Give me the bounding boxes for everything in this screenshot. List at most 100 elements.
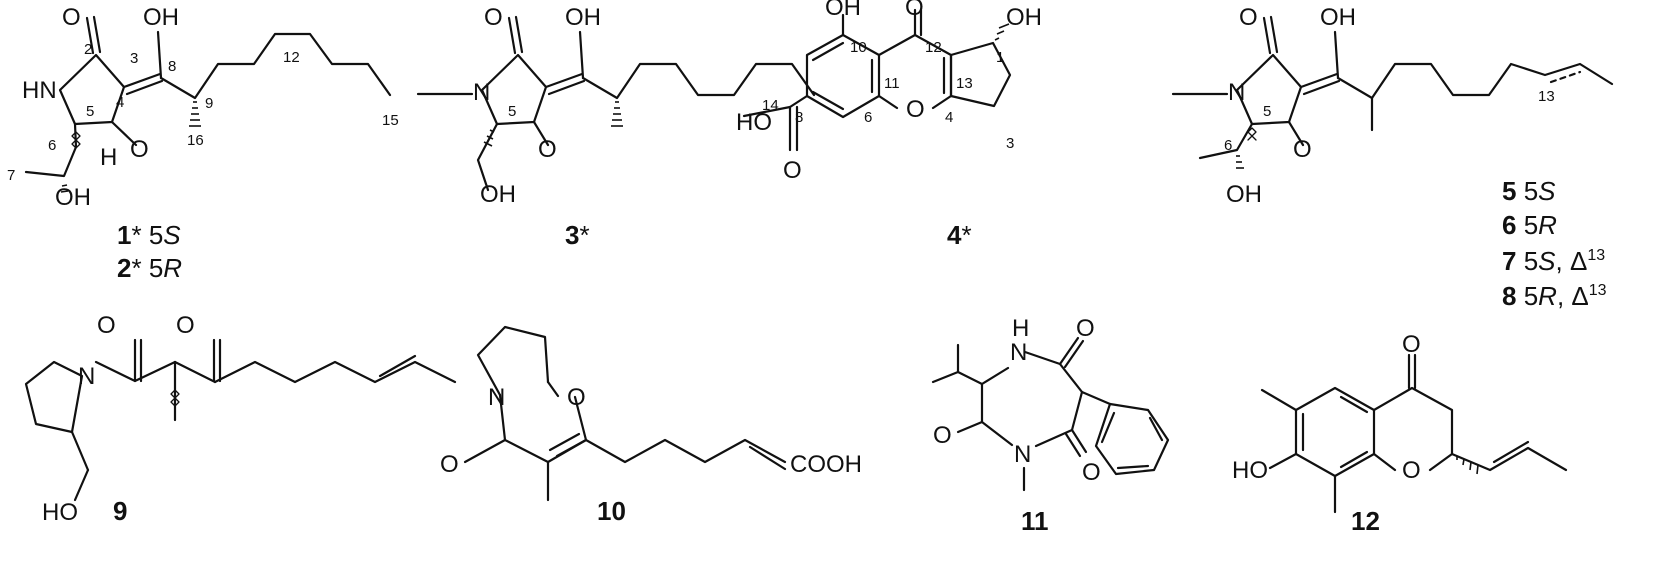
- atom-number: 7: [7, 167, 15, 184]
- structure-compound-9: O O N HO: [24, 312, 457, 526]
- svg-text:11: 11: [1021, 506, 1049, 536]
- atom-oh: OH: [1006, 4, 1042, 31]
- delta: , Δ: [1557, 281, 1589, 311]
- atom-n: N: [78, 363, 95, 390]
- compound-number: 2: [117, 253, 131, 283]
- atom-o: O: [1402, 331, 1421, 358]
- structure-compound-10: N O O COOH: [440, 325, 862, 502]
- atom-number: 5: [508, 103, 516, 120]
- atom-number: 4: [945, 109, 953, 126]
- atom-o: O: [62, 4, 81, 31]
- atom-n: N: [1010, 339, 1027, 366]
- atom-number: 8: [795, 109, 803, 126]
- svg-text:3*: 3*: [565, 220, 590, 250]
- atom-number: 4: [116, 94, 124, 111]
- compound-label-10: 10: [597, 496, 626, 526]
- atom-o: O: [906, 96, 925, 123]
- svg-text:7 5S, Δ13: 7 5S, Δ13: [1502, 246, 1605, 276]
- svg-text:6 5R: 6 5R: [1502, 210, 1557, 240]
- compound-label-4: 4*: [947, 220, 972, 250]
- atom-oh: OH: [55, 184, 91, 211]
- atom-oh: OH: [480, 181, 516, 208]
- compound-mark: *: [961, 220, 971, 250]
- compound-number: 4: [947, 220, 962, 250]
- compound-number: 8: [1502, 281, 1516, 311]
- config: 5: [149, 220, 163, 250]
- svg-text:2* 5R: 2* 5R: [117, 253, 182, 283]
- atom-number: 3: [1006, 135, 1014, 152]
- atom-n: N: [488, 384, 505, 411]
- atom-number: 16: [187, 132, 204, 149]
- atom-o: O: [1082, 459, 1101, 486]
- atom-ho: HO: [1232, 457, 1268, 484]
- compound-mark: *: [131, 253, 141, 283]
- compound-label-11: 11: [1021, 506, 1049, 536]
- atom-h: H: [1012, 315, 1029, 342]
- svg-text:10: 10: [597, 496, 626, 526]
- compound-label-7: 7 5S, Δ13: [1502, 246, 1605, 276]
- atom-number: 6: [48, 137, 56, 154]
- atom-oh: OH: [1320, 4, 1356, 31]
- atom-number: 10: [850, 39, 867, 56]
- atom-o: O: [440, 451, 459, 478]
- compound-number: 6: [1502, 210, 1516, 240]
- atom-ho: HO: [736, 109, 772, 136]
- atom-oh: OH: [1226, 181, 1262, 208]
- compound-label-3: 3*: [565, 220, 590, 250]
- atom-number: 14: [762, 97, 779, 114]
- atom-n: N: [1228, 79, 1245, 106]
- config-letter: R: [163, 253, 182, 283]
- atom-hn: HN: [22, 77, 57, 104]
- atom-number: 5: [86, 103, 94, 120]
- atom-o: O: [905, 0, 924, 21]
- delta: , Δ: [1556, 246, 1588, 276]
- compound-number: 7: [1502, 246, 1516, 276]
- svg-text:9: 9: [113, 496, 127, 526]
- atom-number: 6: [1224, 137, 1232, 154]
- atom-number: 15: [382, 112, 399, 129]
- structure-compound-4: OH O OH HO O O 1 3 4 6 8 10 11 12 13 14: [736, 0, 1042, 184]
- config-letter: S: [163, 220, 181, 250]
- atom-o: O: [783, 157, 802, 184]
- atom-o: O: [1293, 136, 1312, 163]
- atom-o: O: [130, 136, 149, 163]
- compound-number: 3: [565, 220, 579, 250]
- atom-n: N: [473, 79, 490, 106]
- atom-number: 2: [84, 41, 92, 58]
- atom-number: 8: [168, 58, 176, 75]
- atom-o: O: [97, 312, 116, 339]
- structure-compound-1-2: O OH HN O H OH 2 3 4 5 6 7 8 9 12 15 16: [7, 4, 399, 211]
- config: 5: [1524, 281, 1538, 311]
- atom-number: 9: [205, 95, 213, 112]
- compound-number: 10: [597, 496, 626, 526]
- compound-number: 5: [1502, 176, 1516, 206]
- compound-label-5: 5 5S: [1502, 176, 1556, 206]
- svg-text:8 5R, Δ13: 8 5R, Δ13: [1502, 281, 1607, 311]
- structure-compound-3: O OH N O OH 5: [416, 4, 816, 208]
- compound-mark: *: [131, 220, 141, 250]
- atom-number: 1: [996, 49, 1004, 66]
- config-letter: S: [1538, 246, 1556, 276]
- delta-superscript: 13: [1589, 282, 1607, 299]
- config: 5: [1524, 176, 1538, 206]
- structure-compound-11: H N O O N O: [931, 315, 1170, 492]
- compound-label-12: 12: [1351, 506, 1380, 536]
- atom-number: 13: [1538, 88, 1555, 105]
- atom-number: 13: [956, 75, 973, 92]
- compound-label-2: 2* 5R: [117, 253, 182, 283]
- atom-number: 11: [884, 75, 900, 92]
- atom-o: O: [176, 312, 195, 339]
- structure-compound-5-8: O OH N O OH 5 6 13: [1171, 4, 1614, 208]
- config-letter: S: [1538, 176, 1556, 206]
- compound-number: 11: [1021, 506, 1049, 536]
- atom-o: O: [484, 4, 503, 31]
- config: 5: [1524, 246, 1538, 276]
- svg-text:1* 5S: 1* 5S: [117, 220, 181, 250]
- atom-number: 12: [283, 49, 300, 66]
- atom-o: O: [538, 136, 557, 163]
- atom-o: O: [933, 422, 952, 449]
- svg-text:12: 12: [1351, 506, 1380, 536]
- atom-o: O: [1239, 4, 1258, 31]
